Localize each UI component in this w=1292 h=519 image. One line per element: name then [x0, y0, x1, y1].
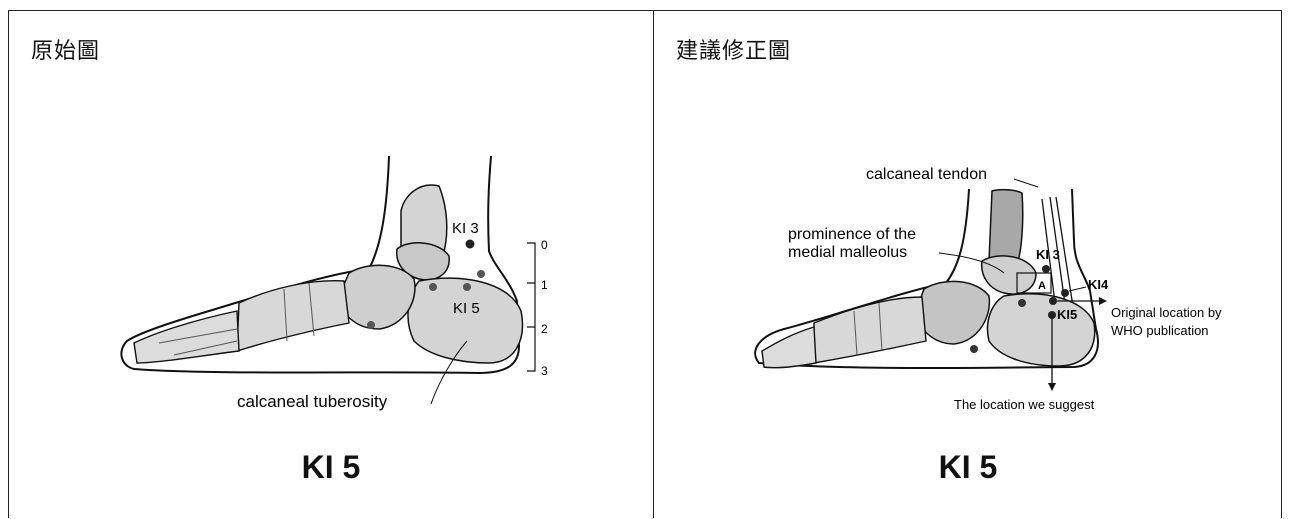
- scale-tick-2: 2: [541, 322, 548, 336]
- scale-tick-1: 1: [541, 278, 548, 292]
- ki4-leader: [1069, 287, 1086, 291]
- point-small-a: [477, 270, 485, 278]
- panel-suggested: 建議修正圖 A: [653, 11, 1282, 518]
- caption-original: KI 5: [9, 449, 653, 486]
- suggest-arrowhead: [1048, 383, 1056, 391]
- label-tendon: calcaneal tendon: [866, 166, 987, 183]
- point-original-who: [1049, 297, 1057, 305]
- point-ki3: [466, 240, 475, 249]
- point-small-b: [1018, 299, 1026, 307]
- talus-bone: [982, 256, 1036, 294]
- label-ki4: KI4: [1088, 277, 1109, 292]
- label-prominence-1: prominence of the: [788, 226, 916, 243]
- tarsal-bones: [339, 265, 415, 329]
- point-small-b: [429, 283, 437, 291]
- label-prominence-2: medial malleolus: [788, 244, 907, 261]
- foot-diagram-suggested: A calcaneal tendon prominence of the med…: [654, 11, 1282, 519]
- point-ki4: [1061, 289, 1069, 297]
- metatarsal-bones: [237, 281, 349, 351]
- label-original-1: Original location by: [1111, 305, 1222, 320]
- point-ki5: [463, 283, 471, 291]
- point-small-c: [367, 321, 375, 329]
- tarsal-bones: [916, 281, 989, 344]
- scale-bracket: [527, 243, 535, 371]
- scale-tick-0: 0: [541, 238, 548, 252]
- calcaneus-bone: [987, 294, 1094, 366]
- scale-tick-3: 3: [541, 364, 548, 378]
- figure-frame: 原始圖 KI 3 KI 5 0: [8, 10, 1282, 518]
- label-suggest: The location we suggest: [954, 397, 1095, 412]
- caption-suggested: KI 5: [654, 449, 1282, 486]
- label-ki3: KI 3: [452, 220, 479, 237]
- label-ki5: KI 5: [453, 300, 480, 317]
- label-ki5: KI5: [1057, 307, 1077, 322]
- point-small-c: [970, 345, 978, 353]
- tendon-leader: [1014, 179, 1038, 187]
- label-inner-a: A: [1038, 280, 1046, 292]
- panel-original: 原始圖 KI 3 KI 5 0: [9, 11, 653, 518]
- metatarsal-bones: [814, 297, 926, 363]
- phalanx-bones: [762, 327, 816, 368]
- point-ki3: [1042, 265, 1050, 273]
- label-tuberosity: calcaneal tuberosity: [237, 392, 388, 411]
- calcaneus-bone: [408, 278, 522, 363]
- original-arrowhead: [1099, 297, 1107, 305]
- label-original-2: WHO publication: [1111, 323, 1209, 338]
- label-ki3: KI 3: [1036, 247, 1060, 262]
- foot-diagram-original: KI 3 KI 5 0 1 2 3 calcaneal tuberosity: [9, 11, 653, 519]
